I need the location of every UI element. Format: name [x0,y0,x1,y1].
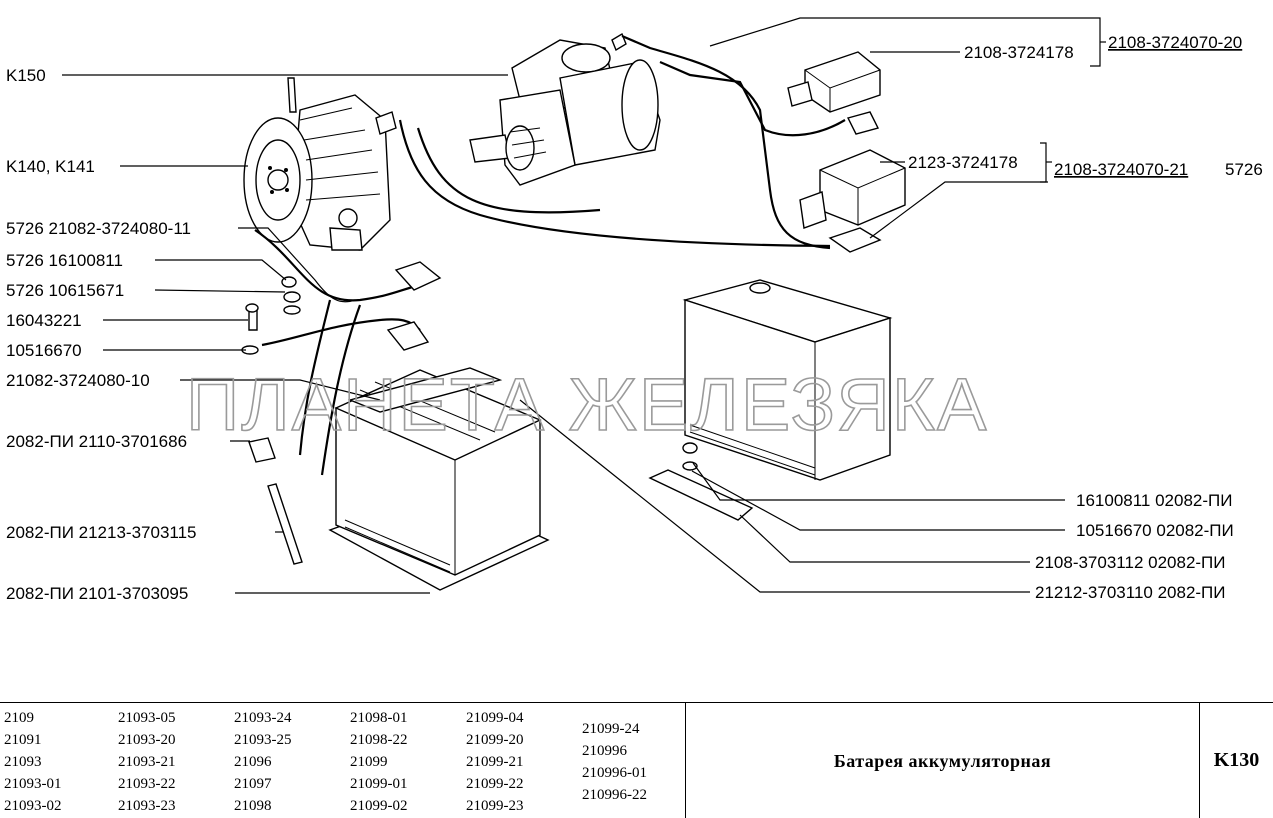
page-title: Батарея аккумуляторная [833,751,1052,771]
models-column-1: 2109 21091 21093 21093-01 21093-02 [4,707,62,817]
relay-2-drawing [799,149,906,253]
model-code: 21098-01 [350,710,408,726]
label-16043221: 16043221 [6,311,82,330]
label-k140-k141: K140, K141 [6,157,95,176]
leader-lines [62,17,1106,594]
alternator-wire-1 [398,119,831,248]
model-code: 210996 [582,743,627,759]
label-k150: K150 [6,66,46,85]
label-2110-3701686: 2082-ПИ 2110-3701686 [6,432,187,451]
model-code: 21093-21 [118,754,176,770]
model-code: 21099-04 [466,710,524,726]
model-code: 21093-25 [234,732,292,748]
model-code: 21093-20 [118,732,176,748]
label-10516670: 10516670 [6,341,82,360]
label-21212-3703110: 21212-3703110 2082-ПИ [1035,583,1226,602]
cable-terminal-1 [394,261,442,291]
label-21213-3703115: 2082-ПИ 21213-3703115 [6,523,197,542]
models-column-6: 21099-24 210996 210996-01 210996-22 [582,718,647,806]
parts-diagram: ПЛАНЕТА ЖЕЛЕЗЯКА K150 K140, K141 5726 21… [6,17,1263,603]
battery-cable-3 [298,299,332,456]
label-10615671: 5726 10615671 [6,281,124,300]
starter-drawing [469,32,661,186]
battery-left-drawing [328,367,550,591]
label-16100811-right: 16100811 02082-ПИ [1076,491,1232,510]
label-2101-3703095: 2082-ПИ 2101-3703095 [6,584,188,603]
footer-table: 2109 21091 21093 21093-01 21093-02 21093… [0,702,1273,818]
label-21082-3724080-11: 5726 21082-3724080-11 [6,219,191,238]
battery-cable-2 [261,318,421,347]
model-code: 21096 [234,754,272,770]
label-2108-3724070-21: 2108-3724070-21 [1054,160,1188,179]
model-code: 21098 [234,798,272,814]
model-code: 21099-22 [466,776,524,792]
label-2108-3724070-20: 2108-3724070-20 [1108,33,1242,52]
model-code: 21093 [4,754,42,770]
starter-wire-1 [621,34,831,250]
model-code: 21099-02 [350,798,408,814]
relay-1-drawing [787,51,881,135]
model-code: 21099 [350,754,388,770]
models-column-4: 21098-01 21098-22 21099 21099-01 21099-0… [350,707,408,817]
model-code: 21099-21 [466,754,524,770]
model-code: 21093-22 [118,776,176,792]
alternator-drawing [243,77,397,251]
label-5726-right: 5726 [1225,160,1263,179]
label-2123-3724178: 2123-3724178 [908,153,1018,172]
model-code: 21099-01 [350,776,408,792]
alternator-wire-2 [416,127,601,214]
label-16100811: 5726 16100811 [6,251,123,270]
model-code: 21093-01 [4,776,62,792]
starter-wire-2 [659,60,846,137]
label-21082-3724080-10: 21082-3724080-10 [6,371,150,390]
battery-cable-4 [320,304,362,476]
models-column-3: 21093-24 21093-25 21096 21097 21098 [234,707,292,817]
model-code: 2109 [4,710,34,726]
section-code: K130 [1213,749,1260,771]
model-code: 21099-23 [466,798,524,814]
model-code: 21091 [4,732,42,748]
label-2108-3724178: 2108-3724178 [964,43,1074,62]
model-code: 21093-05 [118,710,176,726]
battery-cable-1 [254,229,421,302]
model-code: 21099-24 [582,721,640,737]
cable-terminal-2 [386,321,430,351]
hardware-parts [241,276,303,565]
model-code: 21093-02 [4,798,62,814]
model-code: 21099-20 [466,732,524,748]
model-code: 21098-22 [350,732,408,748]
model-code: 21093-23 [118,798,176,814]
models-column-2: 21093-05 21093-20 21093-21 21093-22 2109… [118,707,176,817]
label-10516670-right: 10516670 02082-ПИ [1076,521,1234,540]
battery-right-drawing [648,279,893,521]
footer-divider [685,703,686,818]
model-code: 210996-22 [582,787,647,803]
model-code: 21097 [234,776,272,792]
models-column-5: 21099-04 21099-20 21099-21 21099-22 2109… [466,707,524,817]
footer-divider [1199,703,1200,818]
model-code: 210996-01 [582,765,647,781]
model-code: 21093-24 [234,710,292,726]
watermark: ПЛАНЕТА ЖЕЛЕЗЯКА [186,363,988,446]
label-2108-3703112: 2108-3703112 02082-ПИ [1035,553,1226,572]
